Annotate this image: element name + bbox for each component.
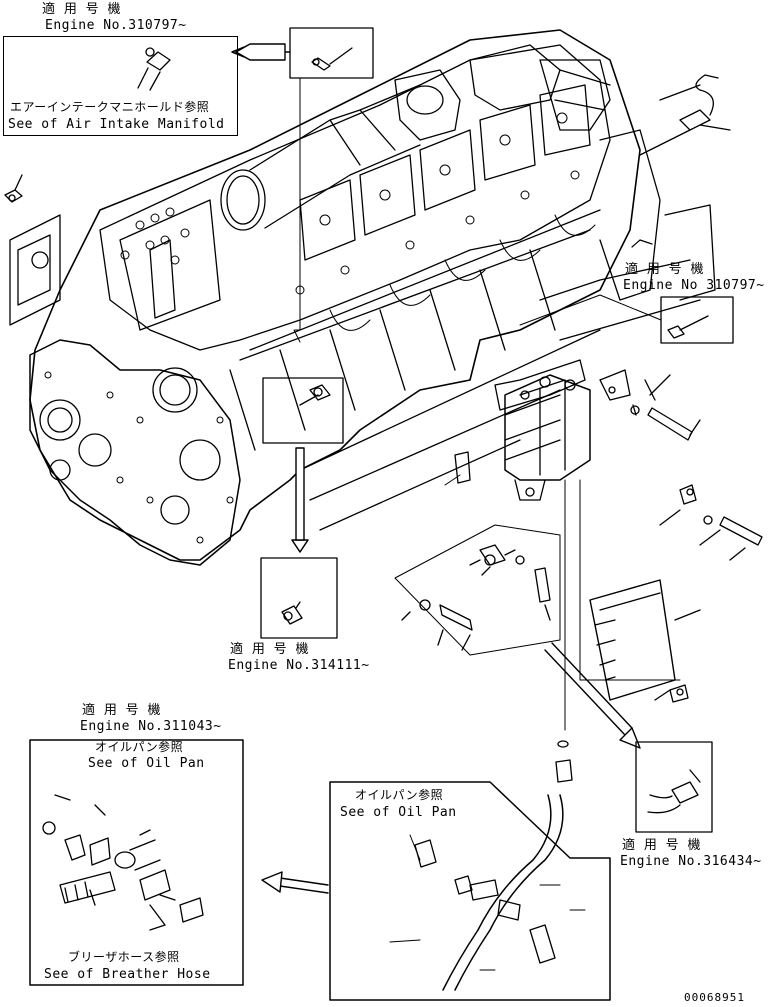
br-engine-label: Engine No.316434~ [620, 854, 762, 869]
top-sensor-box [289, 27, 374, 79]
breather-parts [42, 794, 204, 931]
o-ring [557, 740, 569, 748]
oil-pan-box [329, 781, 611, 1001]
mid-engine-label: Engine No.314111~ [228, 658, 370, 673]
spacer [454, 451, 471, 484]
breather-jp-label: ブリーザホース参照 [68, 950, 180, 964]
air-intake-en-label: See of Air Intake Manifold [8, 117, 225, 132]
fitting [555, 759, 573, 783]
right-box-sensor [667, 315, 709, 339]
right-top-sensor-wire [639, 74, 731, 156]
lower-sensor-part [281, 601, 303, 625]
dipstick-tube [414, 794, 564, 991]
pressure-sensor-group [394, 524, 561, 656]
left-applicable-label: 適 用 号 機 [82, 703, 161, 718]
top-applicable-label: 適 用 号 機 [42, 2, 121, 17]
air-intake-sensors [137, 47, 171, 91]
fuel-module [494, 359, 591, 501]
lower-sensor-box [260, 557, 338, 639]
breather-en-label: See of Breather Hose [44, 967, 211, 982]
lower-right-sensor-part [647, 769, 701, 814]
controller-unit [589, 579, 701, 703]
left-head-sensor [4, 174, 23, 203]
top-sensor-part [311, 47, 353, 71]
drawing-number: 00068951 [684, 991, 745, 1004]
oil-pan-en-left-label: See of Oil Pan [88, 756, 205, 771]
bracket-bolts-right [599, 369, 763, 561]
air-intake-box [3, 36, 238, 136]
oil-pan-en-center-label: See of Oil Pan [340, 805, 457, 820]
top-engine-label: Engine No.310797~ [45, 18, 187, 33]
engine-block [9, 29, 716, 566]
breather-box [29, 739, 244, 986]
oil-pan-jp-center-label: オイルパン参照 [355, 788, 444, 802]
center-sensor-part [299, 384, 331, 406]
air-intake-jp-label: エアーインテークマニホールド参照 [10, 100, 210, 114]
right-applicable-label: 適 用 号 機 [625, 262, 704, 277]
right-engine-label: Engine No 310797~ [623, 278, 765, 293]
left-engine-label: Engine No.311043~ [80, 719, 222, 734]
oil-pan-jp-left-label: オイルパン参照 [95, 740, 184, 754]
center-sensor-box [262, 377, 344, 444]
mid-applicable-label: 適 用 号 機 [230, 642, 309, 657]
br-applicable-label: 適 用 号 機 [622, 838, 701, 853]
lower-right-sensor-box [635, 741, 713, 833]
